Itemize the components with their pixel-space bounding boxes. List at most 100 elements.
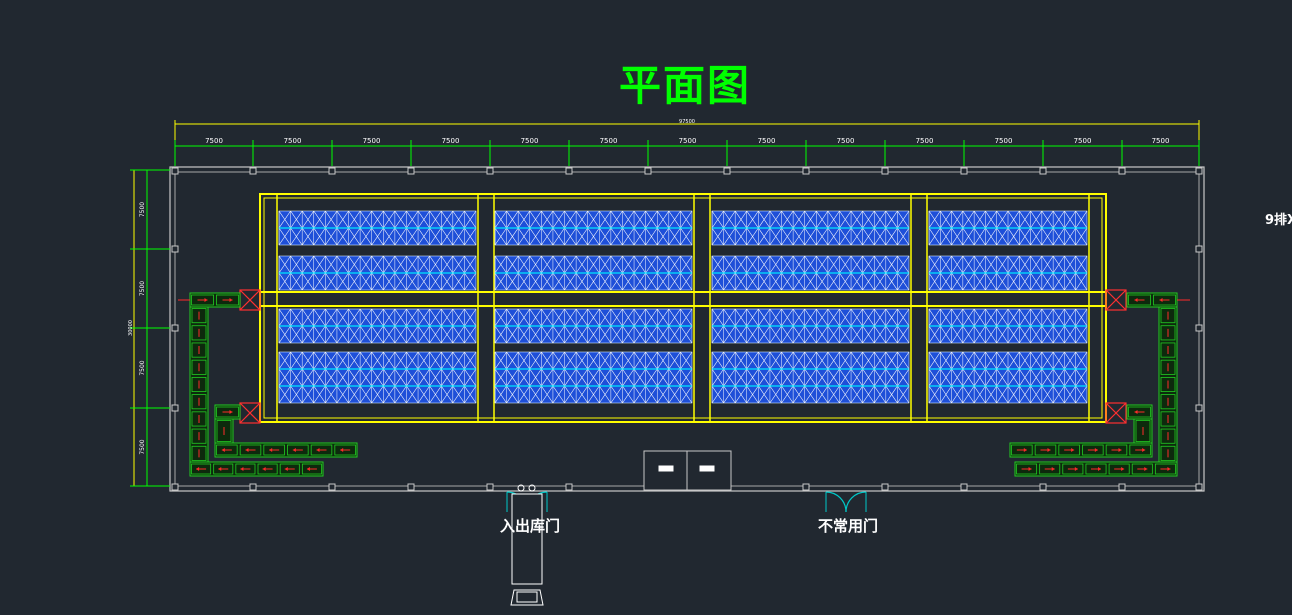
conveyor-segment — [1128, 294, 1151, 306]
rack-brace — [1030, 272, 1043, 291]
rack-brace — [951, 351, 964, 370]
edge-note: 9排X — [1265, 213, 1292, 228]
rack-brace — [996, 210, 1009, 229]
rack-brace — [985, 272, 997, 291]
rack-brace — [746, 210, 759, 229]
conveyor-segment — [1058, 444, 1080, 456]
rack-brace — [552, 227, 565, 246]
rack-brace — [348, 368, 361, 387]
unused-door-label: 不常用门 — [818, 517, 879, 535]
rack-brace — [633, 255, 646, 274]
rack-brace — [452, 255, 465, 274]
rack-brace — [394, 351, 407, 370]
rack-brace — [1075, 368, 1088, 387]
rack-brace — [885, 255, 898, 274]
rack-brace — [1007, 255, 1020, 274]
rack-brace — [529, 368, 542, 387]
rack-brace — [897, 227, 910, 246]
rack-brace — [452, 351, 465, 370]
rack-brace — [680, 325, 693, 344]
rack-brace — [873, 210, 887, 229]
rack-brace — [928, 255, 941, 274]
rack-brace — [885, 325, 898, 344]
rack-brace — [336, 368, 349, 387]
rack-brace — [746, 308, 759, 327]
rack-brace — [633, 308, 646, 327]
rack-brace — [359, 368, 372, 387]
rack-brace — [1041, 272, 1054, 291]
rack-brace — [336, 351, 349, 370]
rack-brace — [383, 210, 396, 229]
rack-brace — [278, 385, 291, 404]
rack-brace — [758, 368, 771, 387]
rack-brace — [827, 368, 840, 387]
rack-brace — [552, 368, 565, 387]
rack-brace — [587, 255, 600, 274]
rack-brace — [348, 351, 361, 370]
rack-brace — [301, 210, 315, 229]
rack-brace — [517, 385, 531, 404]
rack-brace — [862, 385, 875, 404]
conveyor-arrowhead — [1074, 467, 1078, 471]
rack-brace — [575, 385, 588, 404]
column-bottom — [486, 483, 494, 491]
rack-brace — [781, 351, 794, 370]
rack-brace — [587, 368, 600, 387]
column-bottom — [1039, 483, 1047, 491]
rack-brace — [406, 255, 419, 274]
rack-brace — [1007, 272, 1020, 291]
rack-brace — [951, 227, 964, 246]
rack-brace — [758, 272, 771, 291]
rack-brace — [897, 351, 910, 370]
rack-brace — [1030, 227, 1043, 246]
conveyor-segment — [1160, 428, 1176, 444]
rack-brace — [897, 255, 910, 274]
column-top — [171, 167, 179, 175]
rack-brace — [575, 255, 588, 274]
rack-brace — [711, 210, 724, 229]
rack-brace — [575, 351, 588, 370]
rack-brace — [668, 368, 681, 387]
rack-brace — [897, 272, 910, 291]
rack-brace — [336, 272, 349, 291]
rack-brace — [313, 255, 326, 274]
rack-brace — [313, 351, 326, 370]
rack-brace — [529, 272, 542, 291]
truck-cab — [510, 589, 544, 606]
rack-brace — [816, 227, 829, 246]
rack-brace — [734, 255, 748, 274]
unused-door-swing — [845, 491, 867, 513]
rack-brace — [885, 272, 898, 291]
conveyor-segment — [216, 294, 239, 306]
rack-brace — [610, 227, 623, 246]
rack-brace — [336, 385, 349, 404]
rack-brace — [711, 308, 724, 327]
rack-brace — [839, 255, 852, 274]
rack-brace — [862, 308, 875, 327]
rack-brace — [734, 227, 748, 246]
rack-brace — [417, 325, 430, 344]
rack-brace — [897, 325, 910, 344]
rack-brace — [517, 255, 531, 274]
rack-brace — [1030, 255, 1043, 274]
conveyor-segment — [287, 444, 309, 456]
rack-brace — [985, 308, 997, 327]
rack-brace — [429, 351, 442, 370]
rack-brace — [517, 368, 531, 387]
rack-brace — [506, 210, 519, 229]
rack-brace — [816, 351, 829, 370]
rack-brace — [885, 210, 898, 229]
column-bottom — [1118, 483, 1126, 491]
rack-brace — [371, 272, 384, 291]
conveyor-right-inner-bottom — [1009, 442, 1153, 458]
rack-brace — [371, 368, 384, 387]
conveyor-segment — [1160, 411, 1176, 427]
rack-brace — [301, 351, 315, 370]
rack-brace — [599, 210, 612, 229]
rack-brace — [1007, 325, 1020, 344]
rack-brace — [278, 351, 291, 370]
rack-brace — [656, 325, 670, 344]
rack-brace — [769, 325, 782, 344]
rack-brace — [758, 351, 771, 370]
rack-brace — [734, 368, 748, 387]
